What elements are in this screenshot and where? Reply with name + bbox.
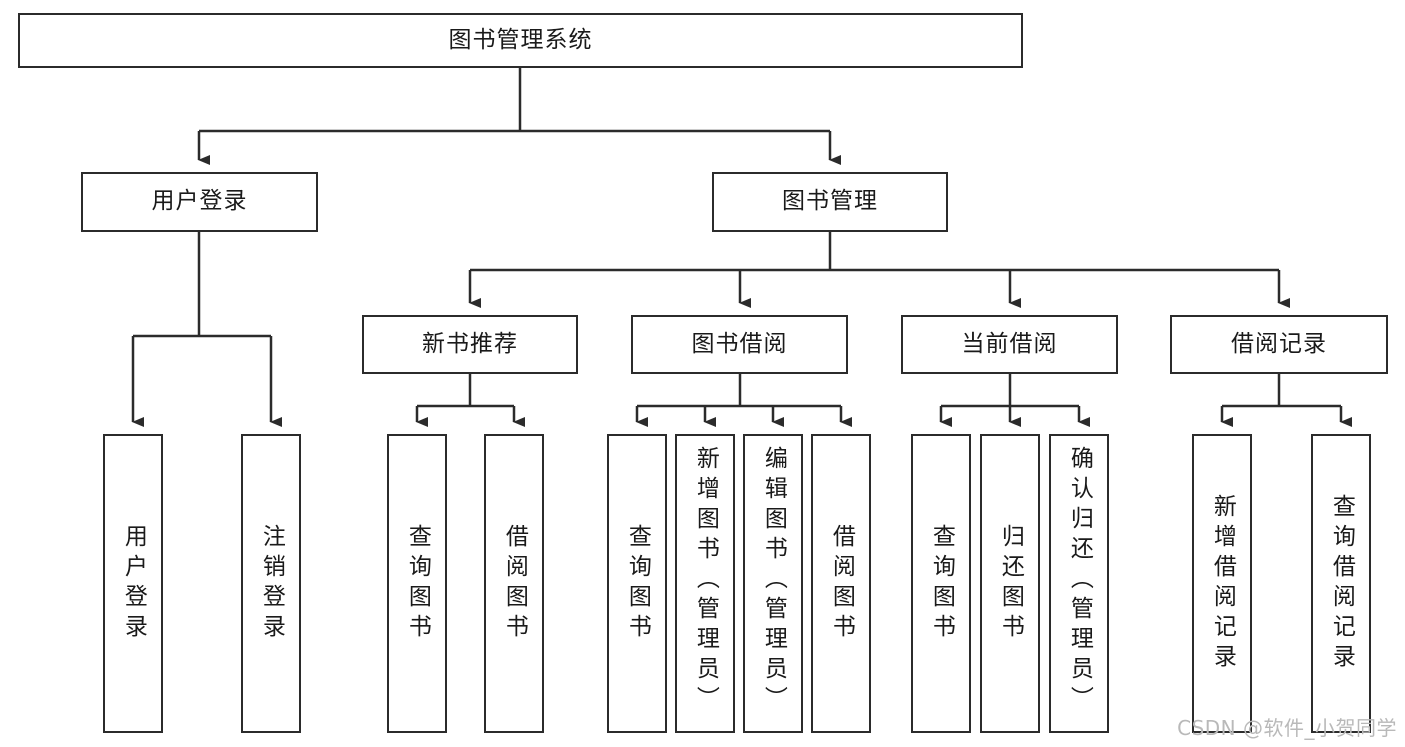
node-leaf-query-borrow-record[interactable]: 查询借阅记录 — [1311, 434, 1371, 733]
node-leaf-logout[interactable]: 注销登录 — [241, 434, 301, 733]
node-leaf-edit-book-admin[interactable]: 编辑图书（管理员） — [743, 434, 803, 733]
node-leaf-query-book-current[interactable]: 查询图书 — [911, 434, 971, 733]
node-label: 新书推荐 — [422, 330, 518, 357]
node-leaf-query-book-borrow[interactable]: 查询图书 — [607, 434, 667, 733]
node-leaf-confirm-return-admin[interactable]: 确认归还（管理员） — [1049, 434, 1109, 733]
node-book-borrow[interactable]: 图书借阅 — [631, 315, 848, 374]
node-leaf-add-book-admin[interactable]: 新增图书（管理员） — [675, 434, 735, 733]
node-label: 确认归还（管理员） — [1066, 446, 1093, 716]
node-label: 查询图书 — [624, 523, 651, 644]
node-user-login[interactable]: 用户登录 — [81, 172, 318, 232]
node-new-book-recommend[interactable]: 新书推荐 — [362, 315, 578, 374]
node-leaf-user-login[interactable]: 用户登录 — [103, 434, 163, 733]
node-leaf-add-borrow-record[interactable]: 新增借阅记录 — [1192, 434, 1252, 733]
node-label: 查询借阅记录 — [1328, 493, 1355, 674]
node-label: 归还图书 — [997, 523, 1024, 644]
node-leaf-return-book[interactable]: 归还图书 — [980, 434, 1040, 733]
node-label: 新增借阅记录 — [1209, 493, 1236, 674]
node-root-book-management-system[interactable]: 图书管理系统 — [18, 13, 1023, 68]
node-label: 借阅记录 — [1231, 330, 1327, 357]
node-label: 借阅图书 — [828, 523, 855, 644]
node-label: 借阅图书 — [501, 523, 528, 644]
node-label: 新增图书（管理员） — [692, 446, 719, 716]
node-label: 图书管理 — [782, 188, 878, 215]
node-label: 用户登录 — [151, 188, 248, 215]
node-borrow-record[interactable]: 借阅记录 — [1170, 315, 1388, 374]
node-label: 当前借阅 — [961, 330, 1058, 357]
node-book-management[interactable]: 图书管理 — [712, 172, 948, 232]
node-label: 编辑图书（管理员） — [760, 446, 787, 716]
node-leaf-query-book-recommend[interactable]: 查询图书 — [387, 434, 447, 733]
node-label: 查询图书 — [404, 523, 431, 644]
node-label: 注销登录 — [258, 523, 285, 644]
node-current-borrow[interactable]: 当前借阅 — [901, 315, 1118, 374]
node-label: 图书管理系统 — [448, 26, 593, 53]
node-label: 查询图书 — [928, 523, 955, 644]
node-label: 图书借阅 — [691, 330, 788, 357]
node-leaf-borrow-book[interactable]: 借阅图书 — [811, 434, 871, 733]
node-leaf-borrow-book-recommend[interactable]: 借阅图书 — [484, 434, 544, 733]
node-label: 用户登录 — [120, 523, 147, 644]
